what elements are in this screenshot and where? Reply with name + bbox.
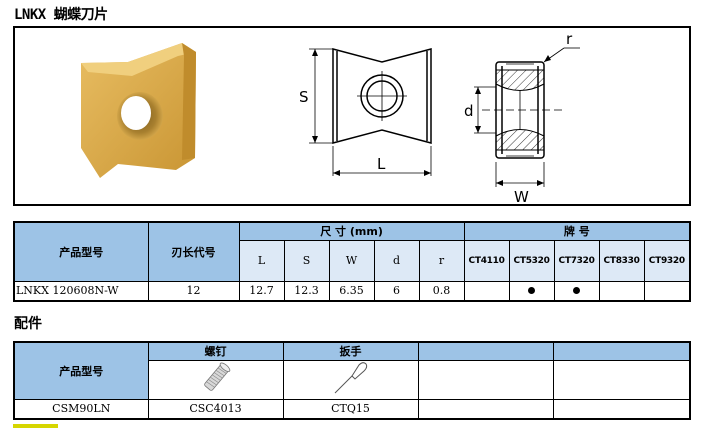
screw-icon (203, 362, 230, 391)
insert-top-view-drawing: S L (299, 48, 432, 176)
header-model: 产品型号 (13, 221, 149, 282)
acc-cell-empty-1 (417, 398, 554, 419)
cell-grade-ct9320 (643, 280, 691, 301)
insert-section-view-drawing: d W r (464, 32, 580, 202)
header-edge-code: 刃长代号 (147, 221, 240, 282)
header-dim-r: r (418, 239, 465, 282)
highlight-bar (13, 424, 58, 428)
screw-image-cell (147, 359, 284, 400)
insert-illustration-frame: S L (13, 26, 691, 206)
dim-label-d: d (464, 102, 474, 120)
cell-L: 12.7 (238, 280, 285, 301)
header-dim-d: d (373, 239, 420, 282)
cell-model: LNKX 120608N-W (13, 280, 149, 301)
wrench-image-cell (282, 359, 419, 400)
header-grade-ct4110: CT4110 (463, 239, 510, 282)
acc-header-empty-2 (552, 341, 691, 361)
cell-d: 6 (373, 280, 420, 301)
header-grade-ct5320: CT5320 (508, 239, 555, 282)
acc-header-wrench: 扳手 (282, 341, 419, 361)
acc-cell-wrench: CTQ15 (282, 398, 419, 419)
accessories-table: 产品型号 螺钉 扳手 (13, 341, 691, 420)
dim-label-S: S (299, 88, 309, 106)
section-title-insert: LNKX 蝴蝶刀片 (14, 7, 108, 23)
acc-cell-screw: CSC4013 (147, 398, 284, 419)
cell-grade-ct5320 (508, 280, 555, 301)
cell-grade-ct7320 (553, 280, 600, 301)
wrench-icon (334, 361, 367, 393)
table-row: LNKX 120608N-W 12 12.7 12.3 6.35 6 0.8 (13, 280, 691, 301)
available-dot-icon (528, 287, 536, 294)
acc-empty-image-1 (417, 359, 554, 400)
header-grade-ct9320: CT9320 (643, 239, 691, 282)
insert-spec-table: 产品型号 刃长代号 尺 寸 (mm) 牌 号 L S W d r CT4110 … (13, 221, 692, 302)
acc-cell-model: CSM90LN (13, 398, 149, 419)
cell-S: 12.3 (283, 280, 330, 301)
dim-label-W: W (514, 188, 529, 202)
header-grade-ct7320: CT7320 (553, 239, 600, 282)
section-title-accessories: 配件 (14, 316, 42, 332)
acc-empty-image-2 (552, 359, 691, 400)
header-dimensions: 尺 寸 (mm) (238, 221, 465, 241)
cell-W: 6.35 (328, 280, 375, 301)
acc-header-model: 产品型号 (13, 341, 149, 400)
acc-header-empty-1 (417, 341, 554, 361)
acc-header-screw: 螺钉 (147, 341, 284, 361)
table-row: CSM90LN CSC4013 CTQ15 (13, 398, 691, 419)
cell-grade-ct4110 (463, 280, 510, 301)
header-dim-L: L (238, 239, 285, 282)
cell-edge: 12 (147, 280, 240, 301)
header-grade-ct8330: CT8330 (598, 239, 645, 282)
insert-3d-image (81, 43, 196, 178)
header-dim-W: W (328, 239, 375, 282)
header-dim-S: S (283, 239, 330, 282)
cell-grade-ct8330 (598, 280, 645, 301)
header-grades: 牌 号 (463, 221, 691, 241)
cell-r: 0.8 (418, 280, 465, 301)
acc-cell-empty-2 (552, 398, 691, 419)
dim-label-r: r (566, 32, 573, 48)
available-dot-icon (573, 287, 581, 294)
dim-label-L: L (377, 155, 386, 173)
